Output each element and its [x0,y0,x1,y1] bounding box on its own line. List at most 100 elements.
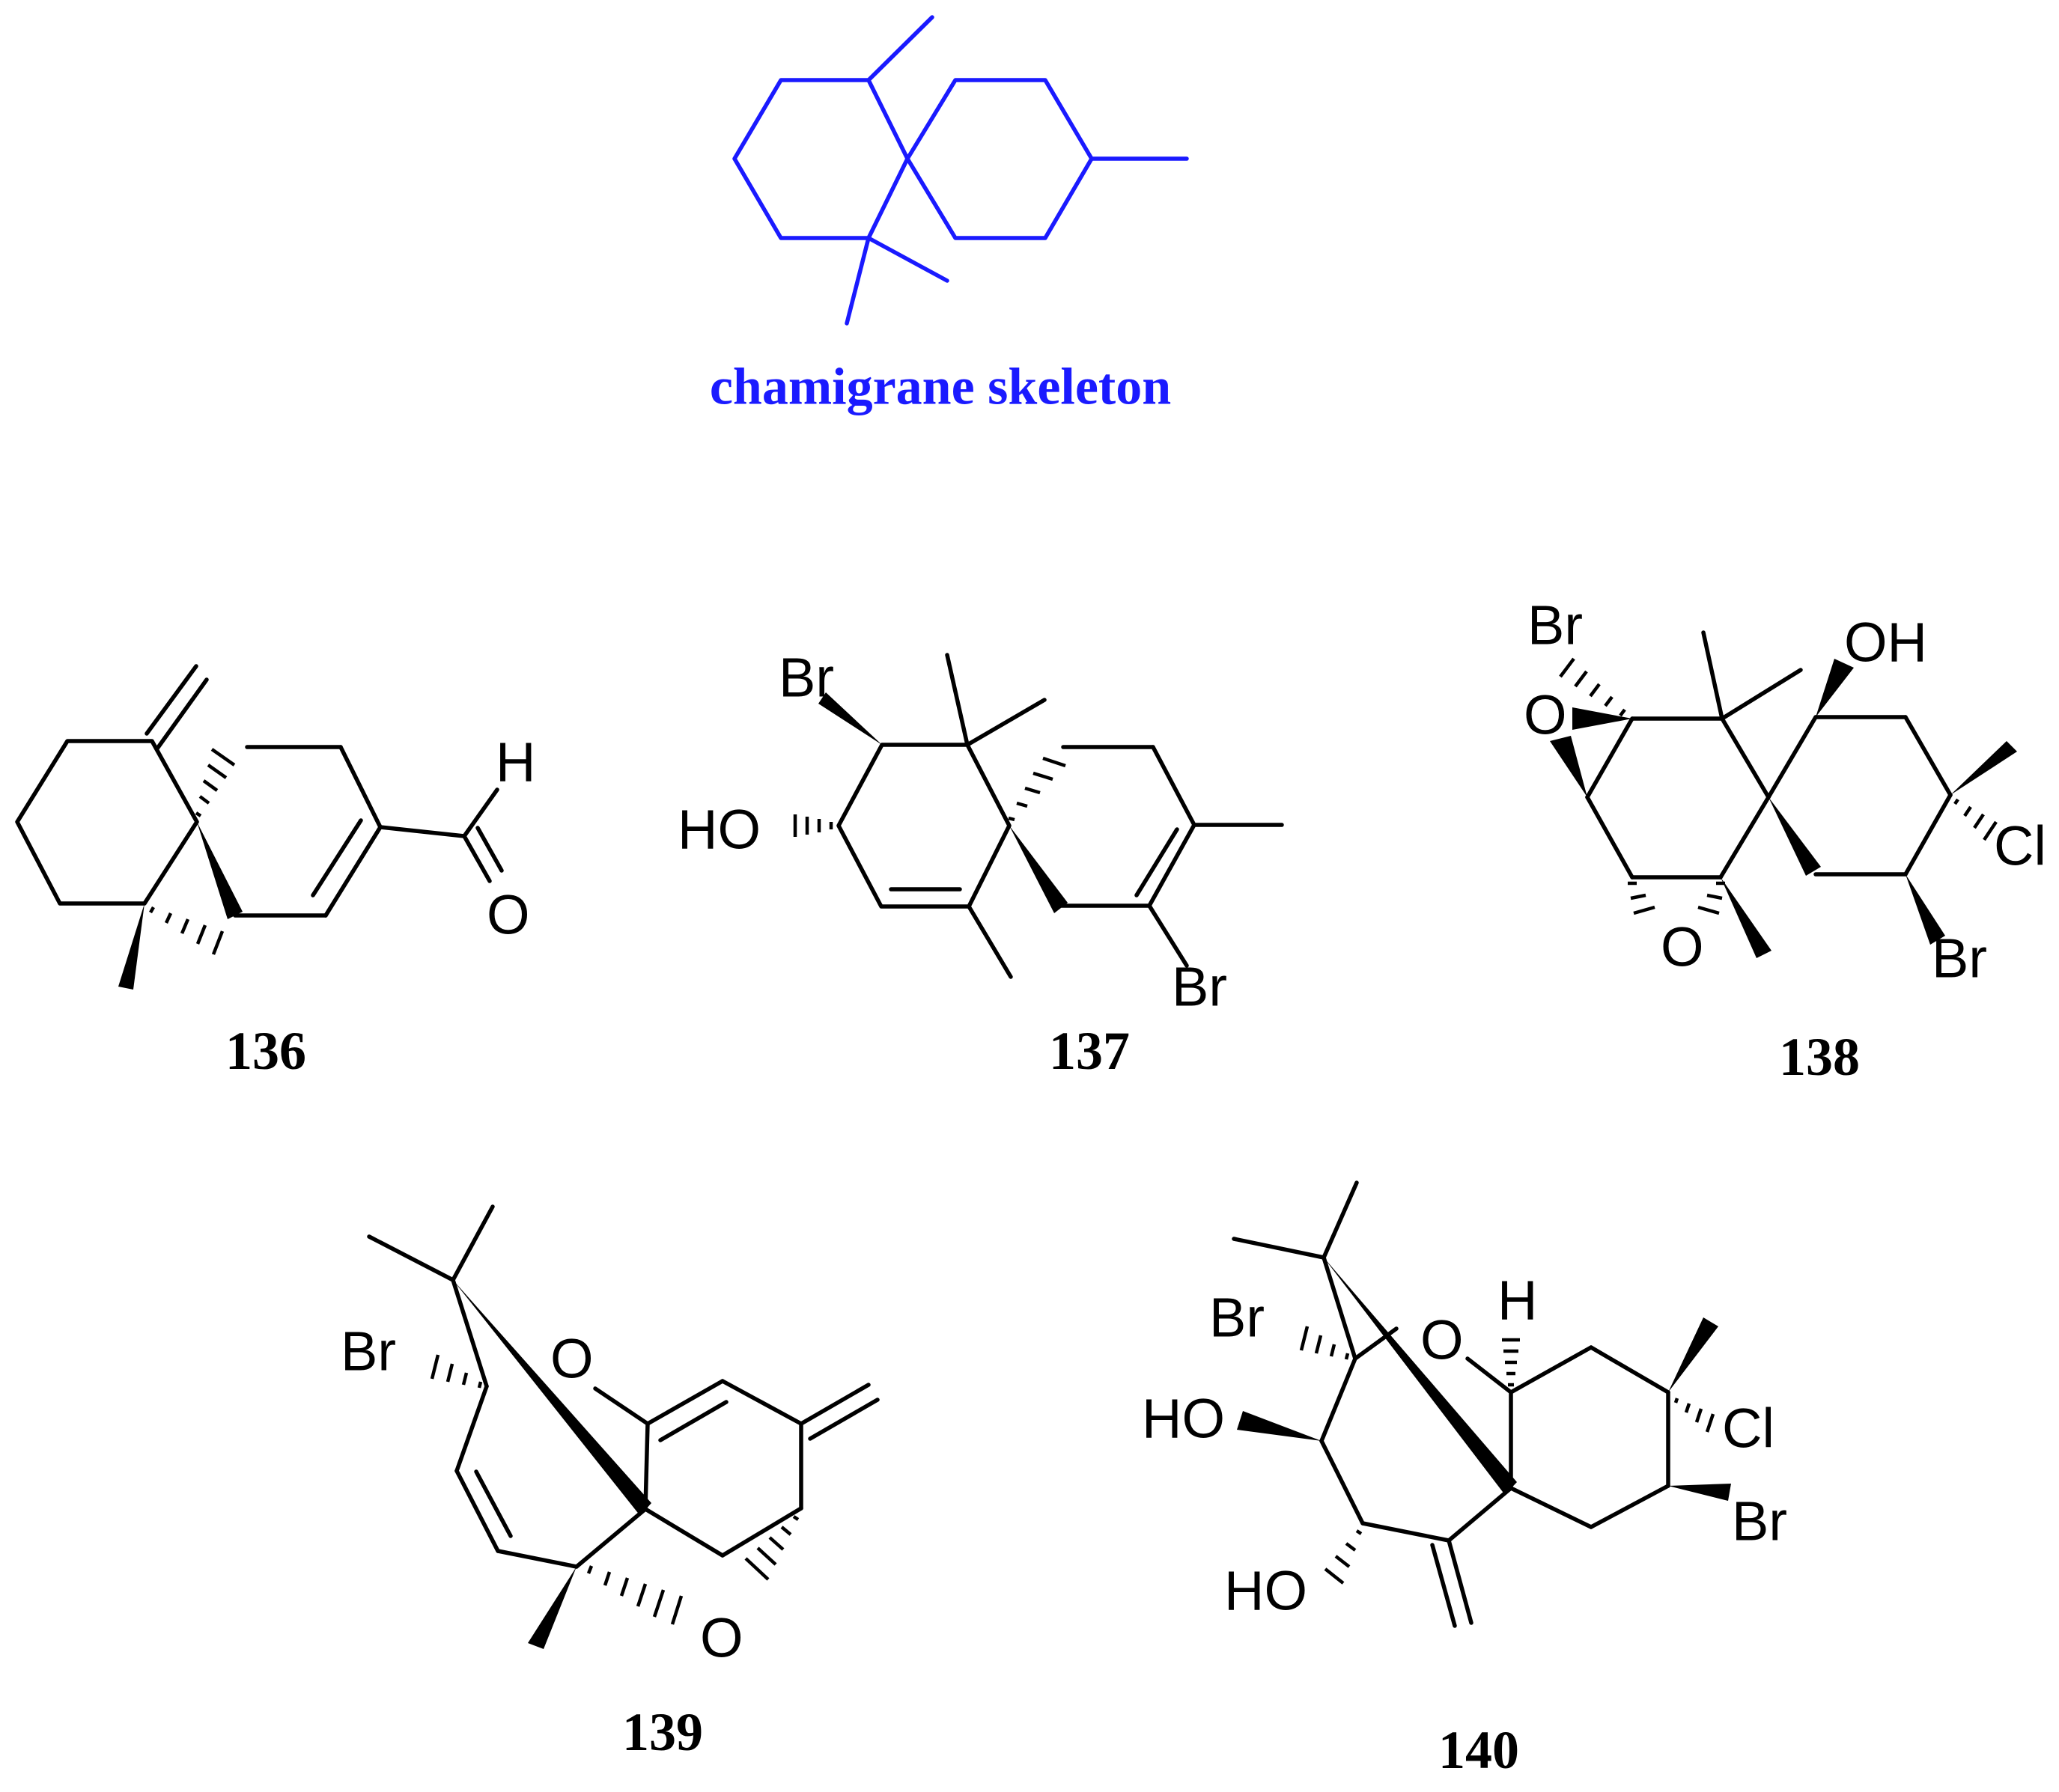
ring-bond [1319,1439,1365,1526]
compound-number: 136 [225,1021,306,1081]
methyl-bond [967,904,1013,979]
ring-bond [1589,1484,1670,1529]
exomethylene-bond [145,664,198,736]
epoxide-bond [1585,716,1634,799]
ring-bond [1151,745,1196,827]
ether-bond [1465,1356,1513,1395]
compound-136: H O 136 [15,664,535,1081]
wedge-bond [1668,1484,1731,1501]
compound-137: Br HO Br 137 [678,647,1284,1081]
hash-bond [1502,1338,1520,1387]
wedge-bond [1950,741,2017,795]
atom-label: HO [1142,1388,1225,1450]
double-bond-inner [474,1469,513,1538]
skeleton-methyl [866,15,934,82]
ring-bond [645,1379,725,1426]
ring-bond [1720,716,1771,799]
methyl-bond [1322,1180,1359,1260]
wedge-bond [1906,874,1945,945]
hash-bond [744,1515,800,1581]
ring-bond [1353,1326,1399,1361]
hash-bond [1299,1326,1350,1360]
methyl-bond [367,1234,455,1282]
compound-number: 138 [1779,1027,1860,1087]
ring-bond [1589,1345,1670,1395]
exomethylene-bond [155,677,209,751]
exomethylene-bond [1447,1538,1473,1625]
atom-label: Cl [1722,1398,1774,1460]
wedge-bond [453,1280,651,1516]
double-bond-inner [1134,827,1179,897]
skeleton-methyl [866,236,949,283]
exomethylene-bond [808,1398,880,1441]
methyl-bond [945,653,970,747]
wedge-bond [197,822,243,919]
wedge-bond [1572,707,1632,730]
atom-label: OH [1844,612,1927,674]
atom-label: O [550,1328,594,1390]
ring-bond [1319,1356,1357,1443]
wedge-bond [1237,1411,1322,1441]
aldehyde-h-bond [462,787,499,838]
hash-bond [1628,881,1725,915]
wedge-bond [528,1567,577,1649]
double-bond-inner [658,1400,729,1442]
atom-label: Br [341,1320,396,1383]
aldehyde-bond [378,825,466,838]
ring-bond [643,1507,725,1558]
methyl-bond [451,1204,495,1282]
ring-bond [496,1549,579,1569]
ring-bond [323,825,383,918]
ring-bond [1147,823,1196,908]
wedge-bond [1768,797,1821,876]
wedge-bond [1668,1317,1718,1392]
atom-label: HO [678,799,761,861]
skeleton-methyl [845,236,871,326]
methyl-bond [1232,1237,1326,1260]
atom-label: HO [1224,1560,1307,1622]
methyl-bond [1720,668,1803,721]
ring-bond [15,739,199,906]
ring-bond [1585,795,1634,880]
ring-bond [1766,715,1818,799]
atom-label: H [496,731,535,793]
wedge-bond [1816,659,1854,717]
atom-label: Br [1732,1490,1787,1552]
ring-bond [574,1507,648,1569]
atom-label: Br [1209,1287,1265,1349]
ring-bond [1447,1486,1513,1543]
hash-bond [430,1354,483,1389]
ring-bond [451,1278,489,1389]
wedge-bond [1550,736,1587,797]
ring-bond [643,1421,650,1511]
exomethylene-bond [1430,1543,1457,1628]
ring-bond [454,1384,489,1473]
hash-bond [1324,1529,1363,1585]
atom-label: O [700,1607,743,1669]
ring-bond [1322,1255,1357,1361]
atom-label: O [487,884,530,946]
exomethylene-bond [799,1383,871,1426]
ring-bond [720,1506,803,1558]
atom-label: Br [1172,956,1227,1018]
ring-bond [720,1379,803,1426]
atom-label: O [1524,684,1567,746]
atom-label: Br [779,647,834,709]
atom-label: O [1420,1309,1464,1371]
wedge-bond [118,903,145,990]
wedge-bond [1324,1258,1517,1495]
ring-bond [454,1469,500,1553]
compound-number: 137 [1049,1021,1130,1081]
hash-bond [195,748,236,817]
ring-bond [1718,795,1771,880]
atom-label: H [1497,1270,1537,1332]
hash-bond [149,906,225,955]
compound-140: Br HO HO O H [1142,1180,1787,1780]
hash-bond [1559,657,1626,717]
ring-bond [836,743,1012,909]
ring-bond [1509,1486,1593,1529]
compound-138: Br O O OH [1524,594,2046,1088]
chamigrane-skeleton: chamigrane skeleton [710,15,1189,416]
